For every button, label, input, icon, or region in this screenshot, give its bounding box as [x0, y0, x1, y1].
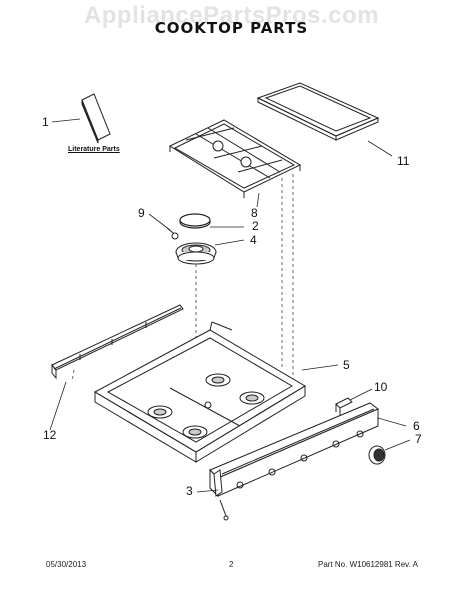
burner-cap	[179, 213, 211, 229]
literature-booklet	[81, 93, 111, 144]
watermark: AppliancePartsPros.com	[83, 2, 380, 29]
footer-date: 05/30/2013	[46, 560, 87, 569]
cooktop	[93, 321, 306, 463]
igniter	[213, 469, 229, 521]
callout-12: 12	[43, 428, 57, 442]
callout-2: 2	[252, 219, 259, 233]
callout-5: 5	[343, 358, 350, 372]
callout-9: 9	[138, 206, 145, 220]
literature-parts-label: Literature Parts	[68, 146, 120, 153]
callout-11: 11	[397, 154, 410, 168]
footer-page-number: 2	[229, 560, 234, 569]
bracket	[335, 397, 353, 416]
control-panel	[209, 402, 379, 498]
footer-part-number: Part No. W10612981 Rev. A	[318, 560, 418, 569]
burner-base	[175, 242, 217, 265]
callout-3: 3	[186, 484, 193, 498]
vent-trim	[51, 304, 184, 380]
callout-4: 4	[250, 233, 257, 247]
callout-7: 7	[415, 432, 422, 446]
burner-grate	[168, 119, 302, 198]
callout-10: 10	[374, 380, 388, 394]
knob	[368, 445, 386, 465]
callout-8: 8	[251, 206, 258, 220]
griddle	[256, 82, 380, 141]
page-title: COOKTOP PARTS	[154, 19, 309, 37]
callout-1: 1	[42, 115, 49, 129]
screw	[166, 227, 179, 240]
callout-6: 6	[413, 419, 420, 433]
leader-lines	[49, 118, 411, 493]
